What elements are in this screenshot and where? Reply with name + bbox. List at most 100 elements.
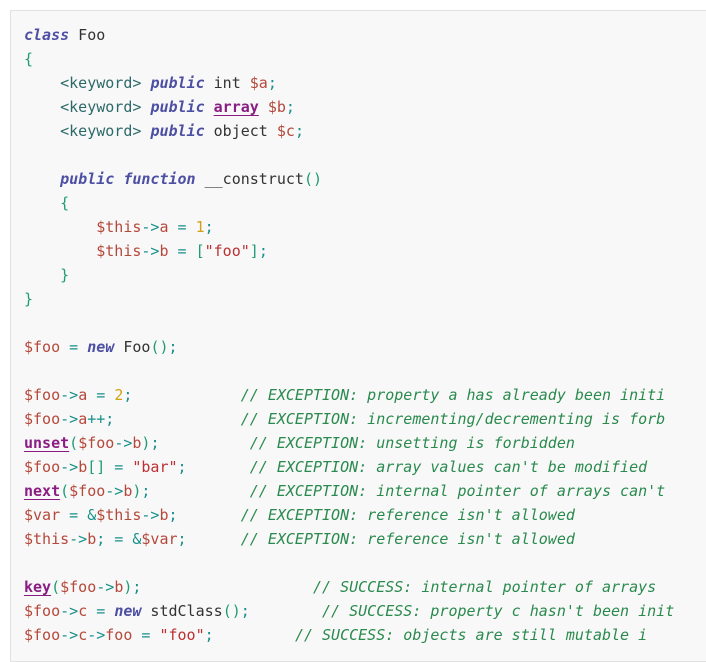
code-token [159, 434, 249, 452]
code-token: ; [123, 386, 133, 404]
code-token: <keyword> [60, 122, 142, 140]
code-token [24, 74, 60, 92]
code-token [24, 194, 60, 212]
code-token: $var [141, 530, 178, 548]
code-token: // EXCEPTION: reference isn't allowed [240, 506, 575, 524]
code-token: // EXCEPTION: property a has already bee… [240, 386, 666, 404]
code-token: $foo [24, 386, 61, 404]
code-token: new [114, 602, 142, 620]
code-line: $this->b; = &$var; // EXCEPTION: referen… [24, 527, 674, 551]
code-token: -> [141, 218, 160, 236]
code-token: -> [105, 482, 124, 500]
code-token: a [78, 410, 88, 428]
code-line: } [24, 287, 674, 311]
code-token: int [204, 74, 250, 92]
code-line [24, 551, 674, 575]
code-token: $this [24, 530, 70, 548]
code-token: b [123, 482, 133, 500]
code-token: ; [132, 578, 142, 596]
code-line: key($foo->b); // SUCCESS: internal point… [24, 575, 674, 599]
code-token: $foo [78, 434, 115, 452]
code-token: & [87, 506, 97, 524]
code-token: $this [96, 218, 142, 236]
code-token: ; [141, 482, 151, 500]
code-line: } [24, 263, 674, 287]
code-token [187, 530, 241, 548]
code-line: { [24, 191, 674, 215]
code-token: "foo" [159, 626, 205, 644]
code-line: $var = &$this->b; // EXCEPTION: referenc… [24, 503, 674, 527]
code-line: $this->b = ["foo"]; [24, 239, 674, 263]
code-token: b [114, 578, 124, 596]
code-line: $foo->c = new stdClass(); // SUCCESS: pr… [24, 599, 674, 623]
code-token: Foo [69, 26, 106, 44]
code-token: [] [87, 458, 106, 476]
code-token: new [87, 338, 115, 356]
code-token: ; [168, 506, 178, 524]
code-token: { [24, 50, 34, 68]
code-token: // EXCEPTION: reference isn't allowed [240, 530, 575, 548]
code-token: b [159, 506, 169, 524]
code-token: [ [195, 242, 205, 260]
code-token: b [87, 530, 97, 548]
code-token: public [150, 98, 205, 116]
code-token [214, 626, 295, 644]
code-token: <keyword> [60, 98, 142, 116]
code-token: public [150, 74, 205, 92]
code-token [259, 98, 268, 116]
code-token [132, 386, 240, 404]
code-token: array [213, 98, 259, 116]
code-token: // SUCCESS: objects are still mutable i [294, 626, 648, 644]
code-block-frame [10, 10, 706, 662]
code-token: $this [96, 506, 142, 524]
code-token: b [132, 434, 142, 452]
code-token: $b [267, 98, 286, 116]
code-token: ( [69, 434, 79, 452]
code-line [24, 359, 674, 383]
code-token: <keyword> [60, 74, 142, 92]
code-token: $foo [24, 626, 61, 644]
code-token: ; [177, 458, 187, 476]
code-token: object [204, 122, 277, 140]
code-token: public [60, 170, 115, 188]
code-line [24, 311, 674, 335]
code-token [24, 218, 96, 236]
code-token: // EXCEPTION: array values can't be modi… [249, 458, 648, 476]
code-token: $a [249, 74, 268, 92]
code-token: foo [105, 626, 133, 644]
code-token: = [87, 386, 115, 404]
code-token: -> [114, 434, 133, 452]
code-line: next($foo->b); // EXCEPTION: internal po… [24, 479, 674, 503]
code-token: "bar" [132, 458, 178, 476]
code-token [24, 98, 60, 116]
code-line: $foo = new Foo(); [24, 335, 674, 359]
code-token: "foo" [204, 242, 250, 260]
code-token: ( [60, 482, 70, 500]
code-token: ; [267, 74, 277, 92]
code-line: <keyword> public int $a; [24, 71, 674, 95]
code-token: -> [60, 458, 79, 476]
code-token: = [60, 506, 88, 524]
code-token: ) [141, 434, 151, 452]
code-token: ) [123, 578, 133, 596]
code-token [24, 242, 96, 260]
code-token: = [132, 626, 160, 644]
code-line: $foo->b[] = "bar"; // EXCEPTION: array v… [24, 455, 674, 479]
code-token: = [60, 338, 88, 356]
code-token: class [24, 26, 70, 44]
code-token: = [87, 602, 115, 620]
code-token: __construct [195, 170, 304, 188]
code-token: ++ [87, 410, 106, 428]
code-line: $foo->a = 2; // EXCEPTION: property a ha… [24, 383, 674, 407]
code-token: = [168, 218, 196, 236]
code-token: -> [87, 626, 106, 644]
code-token [250, 602, 322, 620]
code-line: unset($foo->b); // EXCEPTION: unsetting … [24, 431, 674, 455]
code-token: next [24, 482, 61, 500]
code-token [114, 410, 240, 428]
code-token: () [150, 338, 169, 356]
code-token: = [168, 242, 196, 260]
code-block: class Foo { <keyword> public int $a; <key… [24, 23, 674, 647]
code-token: $foo [24, 458, 61, 476]
code-token: -> [96, 578, 115, 596]
